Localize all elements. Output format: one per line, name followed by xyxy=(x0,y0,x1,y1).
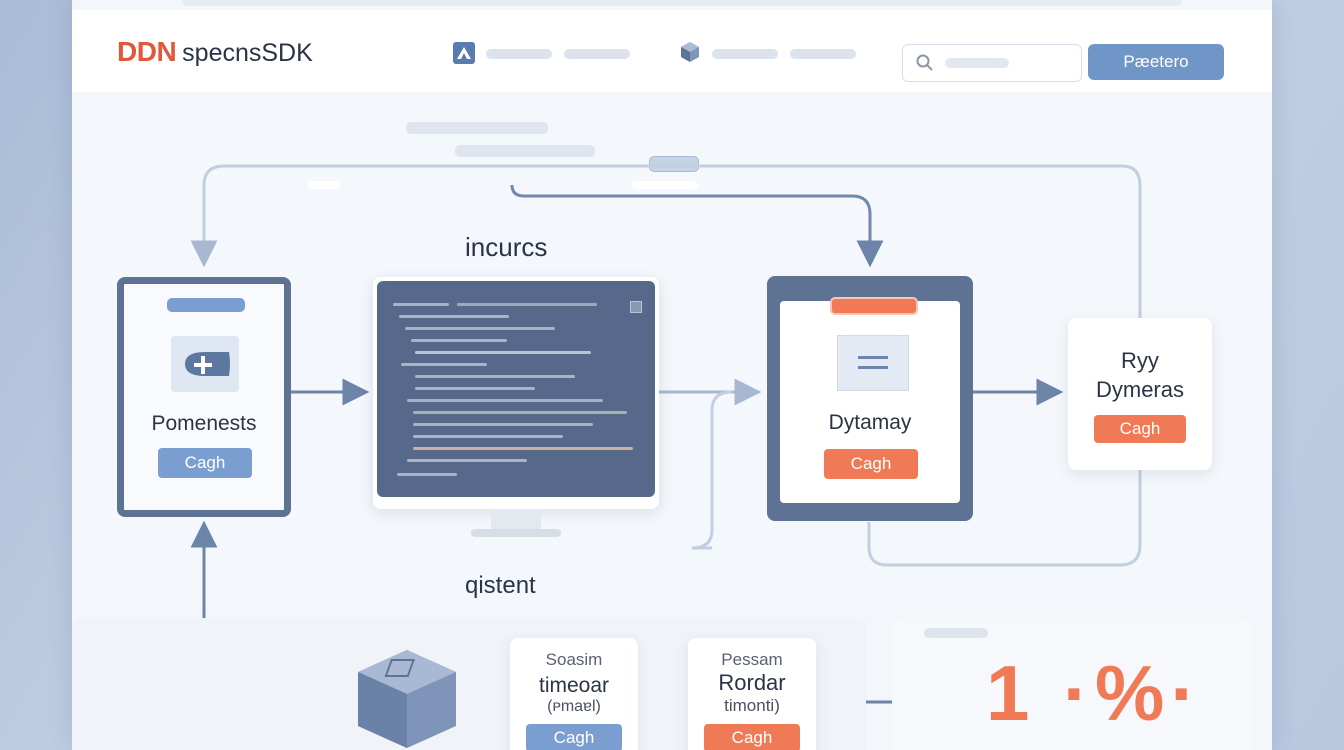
node-header-bar xyxy=(167,298,245,312)
monitor-base xyxy=(471,529,561,537)
plus-shield-icon xyxy=(185,352,230,376)
bottom-node-first-line3: (ᴘmaɐl) xyxy=(547,698,601,715)
big-stat: 1 ·%· xyxy=(986,649,1203,737)
node-middle-right[interactable]: Dytamay Cagh xyxy=(767,276,973,521)
nav-item-placeholder[interactable] xyxy=(712,49,778,59)
placeholder-bar xyxy=(649,156,699,172)
logo-mark: DDN xyxy=(117,36,177,67)
monitor-neck xyxy=(491,509,541,531)
code-line xyxy=(413,435,563,438)
code-line xyxy=(415,375,575,378)
node-left-title: Pomenests xyxy=(151,412,257,435)
code-line xyxy=(413,423,593,426)
bottom-node-first-line1: Soasim xyxy=(545,650,603,669)
bottom-node-second[interactable]: Pessam Rordar timonti) Cagh xyxy=(688,638,816,750)
bottom-node-second-line1: Pessam xyxy=(721,650,783,669)
diagram-top-label: incurcs xyxy=(465,232,548,262)
search-placeholder-bar xyxy=(945,58,1009,68)
window-close-icon xyxy=(630,301,642,313)
bottom-node-second-line3: timonti) xyxy=(724,696,780,715)
code-line xyxy=(411,339,507,342)
bottom-node-second-chip[interactable]: Cagh xyxy=(704,724,800,750)
chip-cube-icon[interactable] xyxy=(354,648,460,750)
search-input[interactable] xyxy=(902,44,1082,82)
bottom-node-first-chip[interactable]: Cagh xyxy=(526,724,622,750)
node-far-right-title-line2: Dymeras xyxy=(1095,377,1184,402)
search-icon xyxy=(916,54,933,71)
code-line xyxy=(413,411,627,414)
bottom-node-first[interactable]: Soasim timeoar (ᴘmaɐl) Cagh xyxy=(510,638,638,750)
code-monitor[interactable] xyxy=(373,277,659,539)
primary-button[interactable]: Pæetero xyxy=(1088,44,1224,80)
placeholder-bar xyxy=(455,145,595,157)
code-line xyxy=(393,303,449,306)
nav-triangle-icon[interactable] xyxy=(453,42,475,64)
code-line xyxy=(457,303,597,306)
nav-item-placeholder[interactable] xyxy=(790,49,856,59)
node-middle-right-title: Dytamay xyxy=(828,411,912,434)
bottom-node-second-line2: Rordar xyxy=(718,670,786,695)
code-line xyxy=(413,447,633,450)
placeholder-bar xyxy=(308,181,340,189)
bottom-node-first-line2: timeoar xyxy=(538,674,610,697)
code-line xyxy=(405,327,555,330)
node-far-right-title-line1: Ryy xyxy=(1121,348,1159,373)
node-middle-right-chip[interactable]: Cagh xyxy=(824,449,918,479)
node-left[interactable]: Pomenests Cagh xyxy=(117,277,291,517)
node-header-bar xyxy=(830,297,918,315)
diagram-bottom-label: qistent xyxy=(465,572,536,599)
code-line xyxy=(397,473,457,476)
monitor-screen xyxy=(377,281,655,497)
bottom-panel-right xyxy=(892,618,1252,750)
node-left-chip[interactable]: Cagh xyxy=(158,448,252,478)
placeholder-bar xyxy=(632,181,698,189)
code-line xyxy=(415,351,591,354)
code-line xyxy=(401,363,487,366)
placeholder-bar xyxy=(406,122,548,134)
nav-cube-icon[interactable] xyxy=(679,41,699,62)
code-line xyxy=(399,315,509,318)
top-strip xyxy=(182,0,1182,6)
logo-text: specnsSDK xyxy=(182,39,313,67)
node-left-icon xyxy=(171,336,239,392)
nav-item-placeholder[interactable] xyxy=(486,49,552,59)
code-line xyxy=(415,387,535,390)
code-line xyxy=(407,459,527,462)
placeholder-bar xyxy=(924,628,988,638)
code-line xyxy=(407,399,603,402)
nav-item-placeholder[interactable] xyxy=(564,49,630,59)
node-far-right[interactable]: Ryy Dymeras Cagh xyxy=(1068,318,1212,470)
node-far-right-chip[interactable]: Cagh xyxy=(1094,415,1186,443)
document-icon xyxy=(837,335,909,391)
